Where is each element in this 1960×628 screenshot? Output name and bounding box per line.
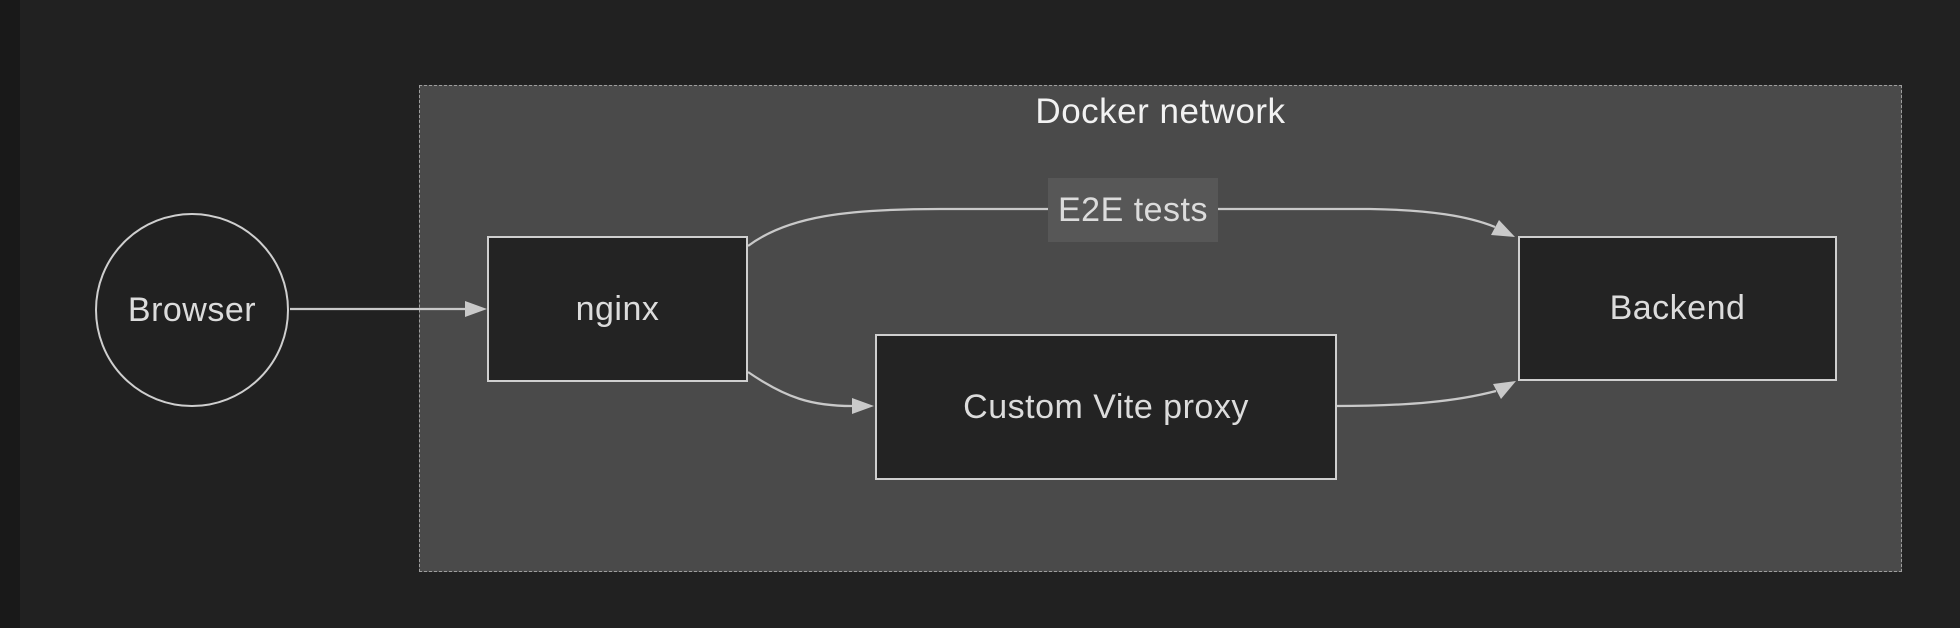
arrowhead-proxy-to-backend bbox=[1493, 381, 1516, 399]
edge-label-e2e-tests: E2E tests bbox=[1048, 178, 1218, 242]
arrowhead-nginx-to-proxy bbox=[852, 398, 874, 414]
edge-proxy-to-backend bbox=[1335, 389, 1497, 408]
arrowhead-browser-to-nginx bbox=[465, 301, 487, 317]
node-custom-vite-proxy: Custom Vite proxy bbox=[875, 334, 1337, 480]
node-custom-vite-proxy-label: Custom Vite proxy bbox=[963, 387, 1249, 426]
node-backend-label: Backend bbox=[1609, 289, 1746, 327]
screen-edge-strip bbox=[0, 0, 20, 628]
edge-nginx-to-proxy bbox=[747, 371, 853, 408]
node-browser: Browser bbox=[95, 213, 289, 407]
group-title: Docker network bbox=[1035, 92, 1286, 131]
node-browser-label: Browser bbox=[127, 290, 257, 329]
edge-nginx-to-backend-e2e bbox=[747, 207, 1496, 247]
node-nginx-label: nginx bbox=[575, 289, 660, 328]
arrowhead-nginx-to-backend-e2e bbox=[1491, 220, 1515, 237]
node-backend: Backend bbox=[1518, 236, 1837, 381]
node-nginx: nginx bbox=[487, 236, 748, 382]
